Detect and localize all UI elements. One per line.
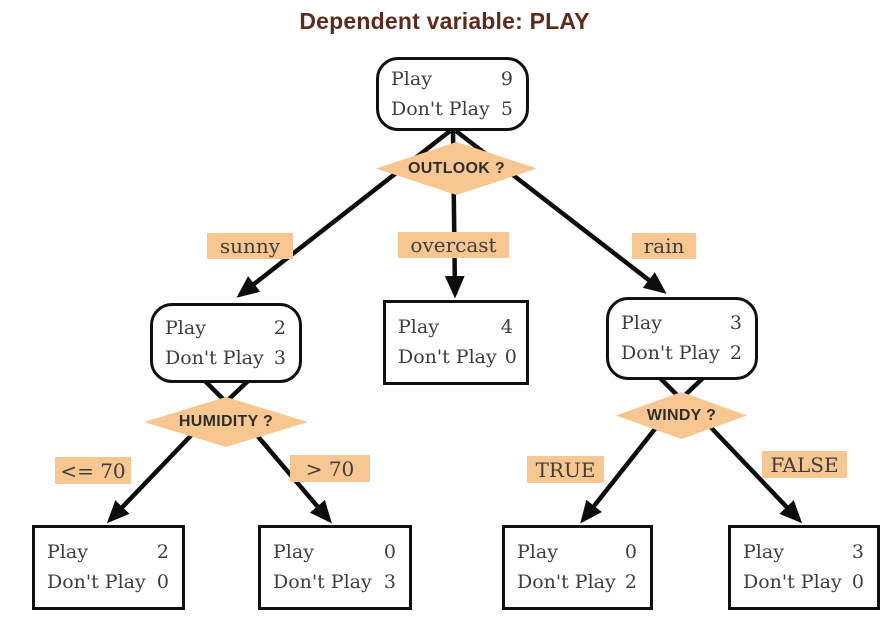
diagram-title: Dependent variable: PLAY (299, 8, 590, 34)
class-label: Play (273, 541, 314, 563)
class-label: Play (391, 67, 432, 90)
tree-leaf-humidity-gt70: Play 0 Don't Play 3 (258, 525, 412, 610)
class-label: Don't Play (743, 571, 842, 593)
class-label: Play (47, 541, 88, 563)
decision-question: OUTLOOK ? (408, 159, 505, 177)
class-count: 0 (383, 541, 396, 563)
branch-label-rain: rain (632, 233, 696, 259)
tree-leaf-windy-false: Play 3 Don't Play 0 (728, 525, 880, 610)
class-count: 2 (729, 342, 742, 364)
class-label: Play (517, 541, 558, 563)
class-count: 4 (500, 316, 513, 338)
decision-question: WINDY ? (646, 406, 717, 424)
class-count: 2 (273, 316, 286, 339)
class-label: Don't Play (273, 571, 372, 593)
tree-node-sunny-child: Play 2 Don't Play 3 (150, 303, 302, 383)
class-label: Play (165, 316, 206, 339)
branch-label-overcast: overcast (398, 232, 509, 258)
class-count: 0 (624, 541, 637, 563)
class-label: Don't Play (621, 342, 720, 364)
connector-sunnychild-humidity-left (203, 379, 227, 403)
class-label: Play (743, 541, 784, 563)
class-label: Play (621, 312, 662, 334)
branch-label-humidity-le70: <= 70 (55, 457, 131, 484)
class-label: Don't Play (391, 97, 490, 120)
class-count: 0 (156, 571, 169, 593)
class-count: 3 (383, 571, 396, 593)
tree-node-rain-child: Play 3 Don't Play 2 (606, 297, 758, 380)
branch-label-windy-true: TRUE (527, 456, 604, 483)
class-label: Don't Play (398, 346, 497, 368)
class-count: 9 (500, 67, 513, 90)
branch-label-humidity-gt70: > 70 (290, 455, 370, 482)
class-label: Play (398, 316, 439, 338)
tree-leaf-overcast: Play 4 Don't Play 0 (383, 300, 529, 385)
class-count: 5 (500, 97, 513, 120)
class-count: 3 (729, 312, 742, 334)
tree-leaf-humidity-le70: Play 2 Don't Play 0 (32, 525, 185, 610)
connector-sunnychild-humidity-right (225, 379, 250, 403)
tree-leaf-windy-true: Play 0 Don't Play 2 (502, 525, 653, 610)
class-label: Don't Play (165, 346, 264, 369)
class-count: 3 (273, 346, 286, 369)
class-label: Don't Play (517, 571, 616, 593)
branch-label-sunny: sunny (207, 233, 293, 259)
class-label: Don't Play (47, 571, 146, 593)
class-count: 0 (851, 571, 864, 593)
decision-question: HUMIDITY ? (178, 413, 274, 430)
class-count: 0 (504, 346, 517, 368)
class-count: 3 (851, 541, 864, 563)
class-count: 2 (624, 571, 637, 593)
branch-label-windy-false: FALSE (762, 451, 847, 478)
tree-node-root: Play 9 Don't Play 5 (376, 57, 529, 131)
class-count: 2 (156, 541, 169, 563)
